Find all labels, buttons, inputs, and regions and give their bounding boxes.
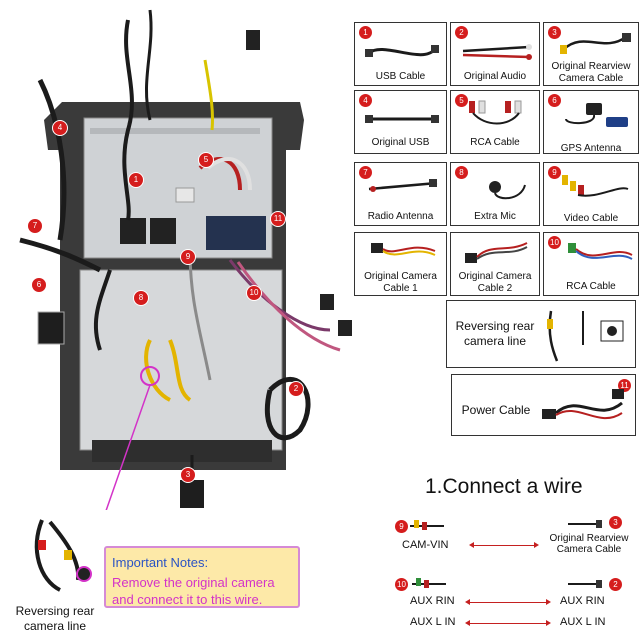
radio-antenna-icon [368, 179, 438, 192]
card-original-camera-cable-1: Original Camera Cable 1 [354, 232, 447, 296]
row-right-label: Original Rearview Camera Cable [549, 533, 629, 555]
gps-antenna-icon [565, 103, 628, 127]
card-label: Original Rearview Camera Cable [551, 61, 631, 84]
camera-harness-icon [465, 242, 528, 263]
card-video-cable: 9 Video Cable [543, 162, 639, 226]
camera-harness-icon [371, 243, 436, 256]
card-number-badge: 6 [548, 94, 561, 107]
card-label: USB Cable [375, 71, 426, 82]
connect-arrow [465, 620, 551, 626]
card-rca-cable-10: 10 RCA Cable [543, 232, 639, 296]
card-number-badge: 10 [548, 236, 561, 249]
card-label: Radio Antenna [367, 211, 434, 222]
card-label: Original Camera Cable 1 [364, 271, 437, 294]
callout-pin: 8 [133, 290, 149, 306]
card-original-camera-cable-2: Original Camera Cable 2 [450, 232, 540, 296]
card-radio-antenna: 7 Radio Antenna [354, 162, 447, 226]
notes-body: Remove the original camera and connect i… [112, 575, 275, 607]
card-number-badge: 8 [455, 166, 468, 179]
usb-connector-icon [365, 115, 439, 123]
card-label: Video Cable [563, 213, 619, 224]
microphone-icon [489, 181, 526, 200]
row-left-label: AUX L IN [410, 616, 456, 628]
connect-arrow [469, 542, 539, 548]
row-right-label: AUX RIN [560, 595, 605, 607]
card-number-badge: 2 [455, 26, 468, 39]
card-number-badge: 4 [359, 94, 372, 107]
card-label: RCA Cable [470, 137, 520, 148]
reversing-camera-cable-icon [547, 310, 624, 362]
card-label: Original Audio [463, 71, 527, 82]
card-original-audio: 2 Original Audio [450, 22, 540, 86]
card-label: Original USB [371, 137, 430, 148]
card-label: Original Camera Cable 2 [458, 271, 532, 294]
head-unit-illustration [0, 0, 360, 569]
row-left-badge: 10 [395, 578, 408, 591]
audio-plug-icon [568, 580, 602, 588]
connect-title: 1.Connect a wire [425, 475, 583, 498]
callout-pin: 5 [198, 152, 214, 168]
important-notes-box: Important Notes: Remove the original cam… [104, 546, 300, 608]
camera-plug-icon [568, 520, 602, 528]
card-label: RCA Cable [566, 281, 616, 292]
power-cable-icon [542, 389, 624, 420]
card-label: Reversing rear camera line [455, 319, 535, 348]
rca-cable-icon [469, 100, 522, 125]
usb-cable-icon [365, 45, 439, 57]
rca-harness-icon [568, 243, 633, 260]
card-number-badge: 9 [548, 166, 561, 179]
card-number-badge: 7 [359, 166, 372, 179]
card-rca-cable: 5 RCA Cable [450, 90, 540, 154]
video-cable-icon [562, 175, 629, 197]
card-label: GPS Antenna [560, 143, 622, 154]
connect-arrow [465, 599, 551, 605]
card-number-badge: 3 [548, 26, 561, 39]
callout-pin: 6 [31, 277, 47, 293]
callout-pin: 9 [180, 249, 196, 265]
card-reversing-rear-camera: Reversing rear camera line [446, 300, 636, 368]
card-extra-mic: 8 Extra Mic [450, 162, 540, 226]
card-power-cable: 11 Power Cable [451, 374, 636, 436]
audio-cable-icon [462, 44, 532, 60]
card-number-badge: 5 [455, 94, 468, 107]
callout-pin: 3 [180, 467, 196, 483]
callout-pin: 1 [128, 172, 144, 188]
card-number-badge: 1 [359, 26, 372, 39]
reversing-camera-image [20, 510, 100, 600]
card-label: Extra Mic [474, 211, 516, 222]
rca-plug-icon [412, 578, 446, 588]
row-left-label: AUX RIN [410, 595, 455, 607]
row-right-label: AUX L IN [560, 616, 606, 628]
callout-pin: 11 [270, 211, 286, 227]
card-original-rearview-camera: 3 Original Rearview Camera Cable [543, 22, 639, 86]
card-number-badge: 11 [618, 379, 631, 392]
callout-pin: 7 [27, 218, 43, 234]
row-left-badge: 9 [395, 520, 408, 533]
row-right-badge: 2 [609, 578, 622, 591]
card-label: Power Cable [461, 403, 531, 417]
card-original-usb: 4 Original USB [354, 90, 447, 154]
row-left-label: CAM-VIN [402, 539, 449, 551]
reversing-rear-camera-label: Reversing rear camera line [15, 604, 95, 633]
callout-pin: 10 [246, 285, 262, 301]
camera-cable-icon [560, 33, 631, 54]
callout-pin: 2 [288, 381, 304, 397]
callout-pin: 4 [52, 120, 68, 136]
card-gps-antenna: 6 GPS Antenna [543, 90, 639, 154]
video-plug-icon [410, 520, 444, 530]
card-usb-cable: 1 USB Cable [354, 22, 447, 86]
notes-title: Important Notes: [112, 555, 209, 570]
row-right-badge: 3 [609, 516, 622, 529]
